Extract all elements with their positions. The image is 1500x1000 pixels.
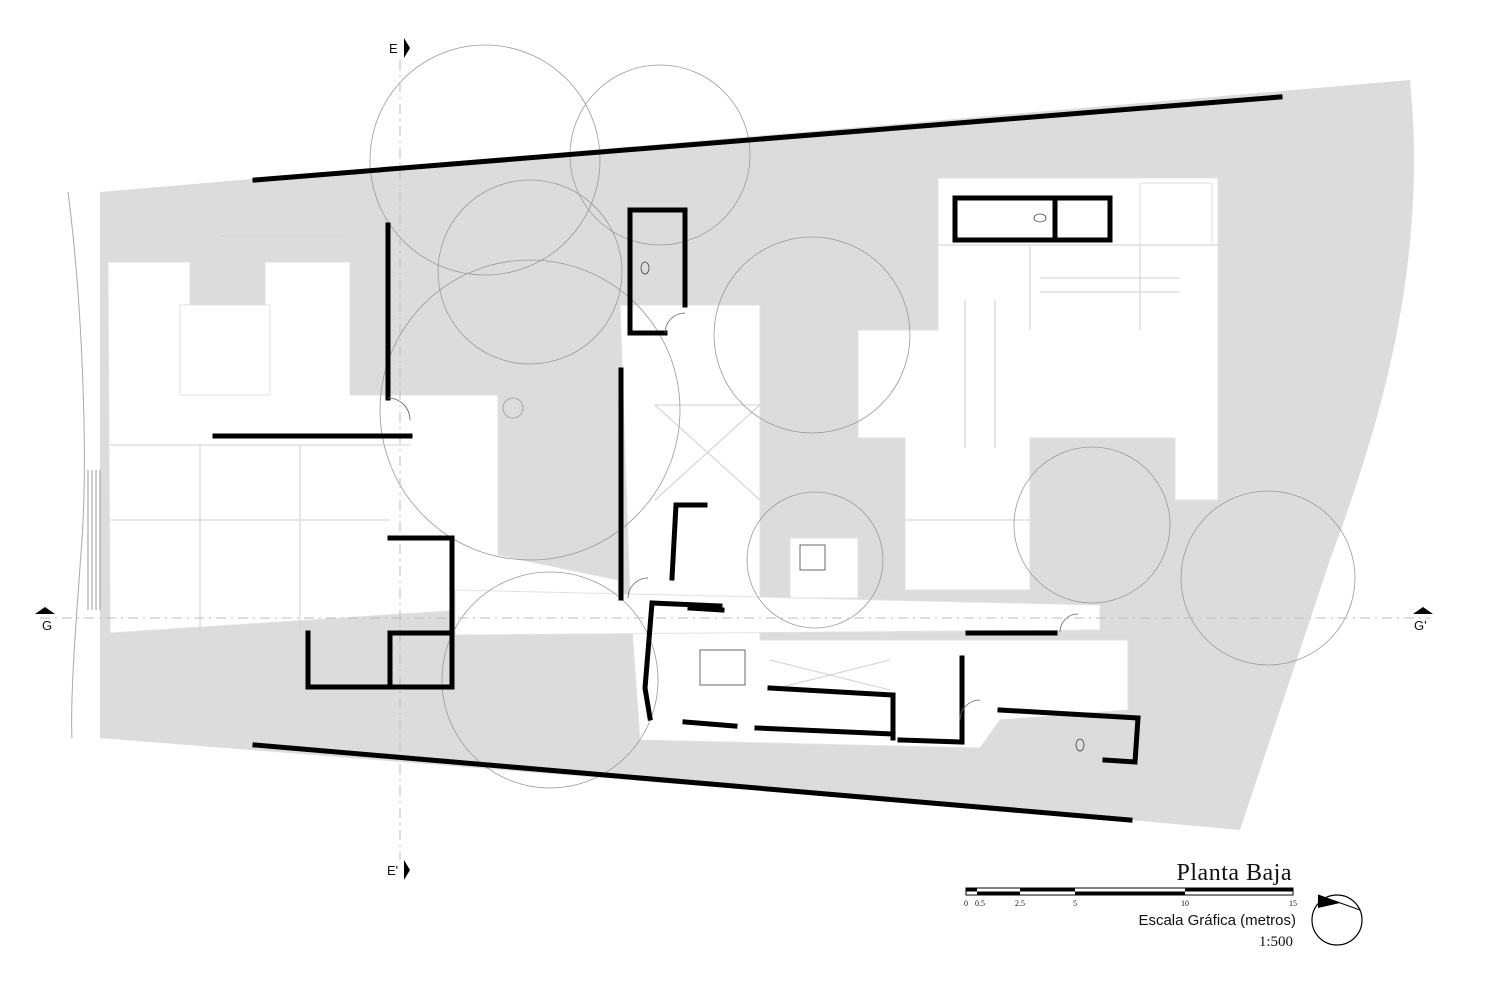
scale-bar: 0 0.5 2.5 5 10 15: [964, 887, 1297, 908]
marker-label-e-top: E: [389, 41, 398, 56]
door-swings: [387, 312, 1079, 721]
scale-tick-15: 15: [1289, 899, 1297, 908]
section-marker-e-top: E: [389, 38, 410, 58]
scale-tick-0-5: 0.5: [975, 899, 985, 908]
scale-tick-5: 5: [1073, 899, 1077, 908]
street-edge: [67, 191, 85, 739]
north-arrow-icon: [1311, 894, 1363, 946]
scale-tick-0: 0: [964, 899, 968, 908]
sidewalk-stripes: [87, 470, 101, 610]
boundary-walls: [252, 94, 1283, 823]
fixtures: [640, 213, 1085, 752]
scale-tick-10: 10: [1181, 899, 1189, 908]
floor-grid: [110, 235, 1218, 691]
interior-areas: [107, 177, 1219, 749]
scale-caption: Escala Gráfica (metros): [1138, 912, 1296, 929]
section-marker-g-right: G': [1413, 607, 1433, 633]
drawing-title: Planta Baja: [1177, 860, 1292, 886]
section-marker-g-left: G: [35, 607, 55, 633]
building-walls: [212, 195, 1141, 765]
section-marker-e-bottom: E': [387, 860, 410, 880]
marker-label-g-right: G': [1414, 618, 1427, 633]
scale-tick-2-5: 2.5: [1015, 899, 1025, 908]
marker-label-e-bottom: E': [387, 863, 398, 878]
tree-canopies: [369, 44, 1356, 789]
marker-label-g-left: G: [42, 618, 52, 633]
section-axes: [40, 60, 1430, 860]
scale-ratio: 1:500: [1259, 934, 1293, 950]
